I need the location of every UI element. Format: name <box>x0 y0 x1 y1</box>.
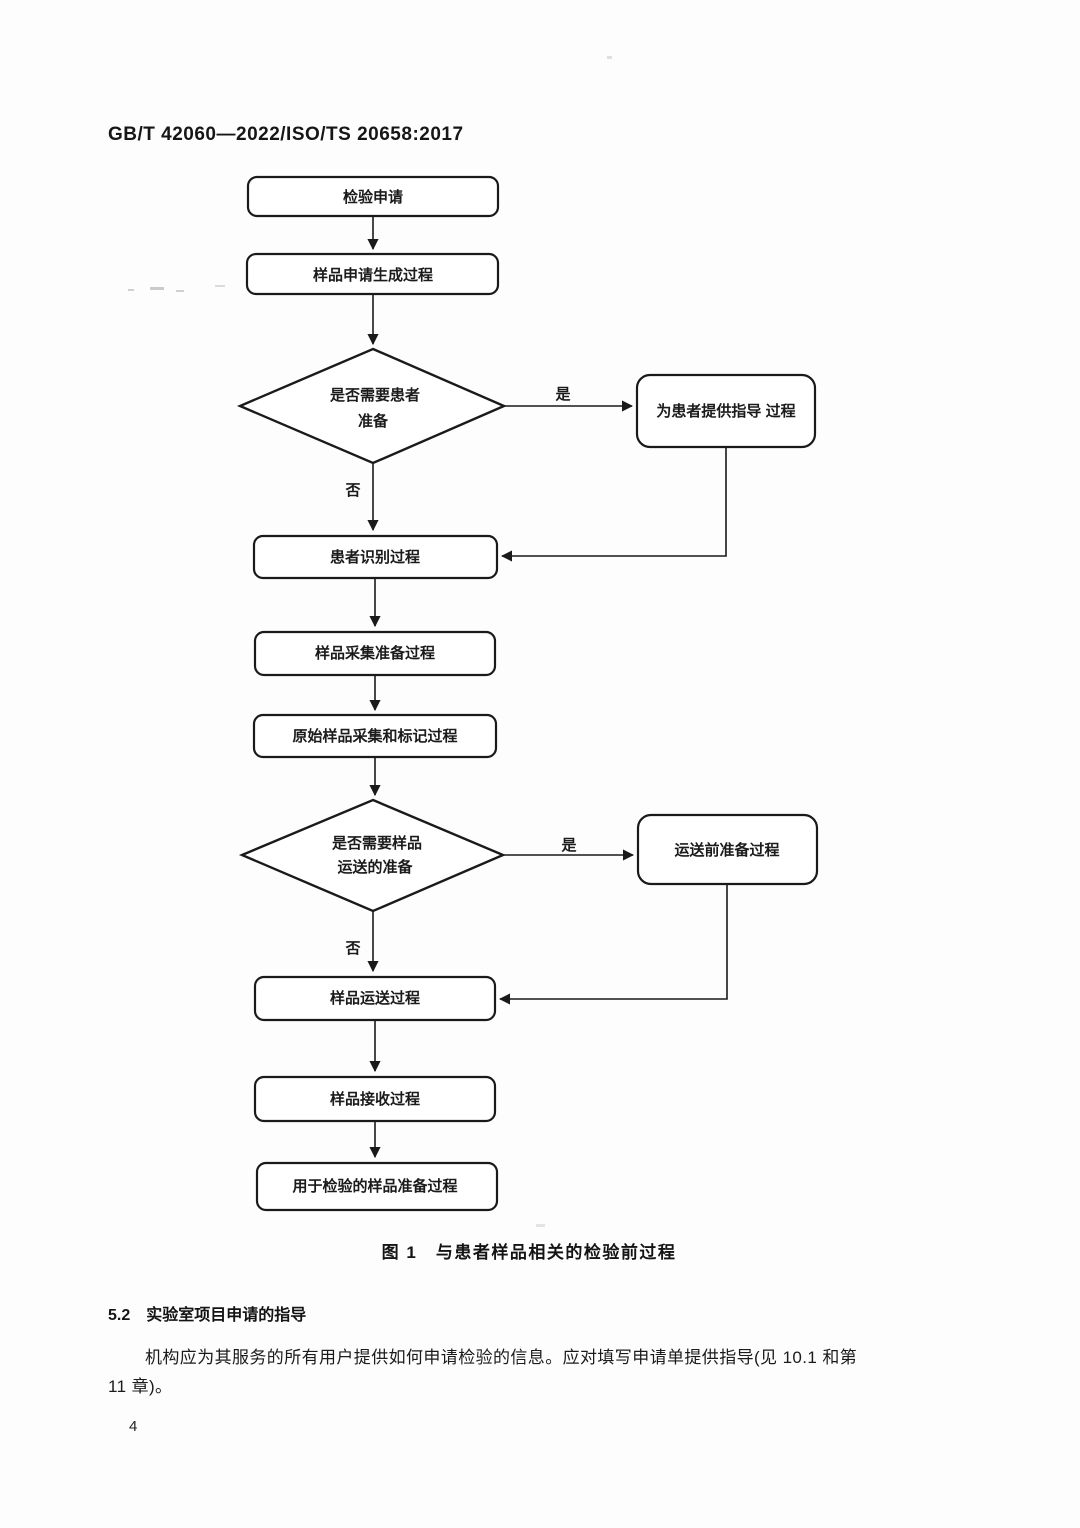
scan-noise <box>607 56 612 59</box>
node-sample-reception <box>253 1075 497 1123</box>
scan-noise <box>536 1224 545 1227</box>
node-sample-preparation-for-exam-label: 用于检验的样品准备过程 <box>292 1177 457 1195</box>
node-patient-instruction-label: 为患者提供指导 过程 <box>656 402 795 420</box>
decision1-yes-label: 是 <box>554 386 571 403</box>
decision2-no-label: 否 <box>344 940 360 957</box>
node-collection-preparation-label: 样品采集准备过程 <box>315 644 435 662</box>
node-primary-sample-collection-label: 原始样品采集和标记过程 <box>292 727 457 745</box>
node-sample-request-generation <box>245 252 500 296</box>
edge-pretransport-to-transport <box>498 884 728 1005</box>
node-exam-request-label: 检验申请 <box>343 188 403 206</box>
node-sample-transport <box>253 975 497 1022</box>
node-pre-transport-preparation-label: 运送前准备过程 <box>674 841 779 859</box>
node-primary-sample-collection <box>252 713 498 759</box>
decision-patient-preparation <box>236 347 508 465</box>
node-exam-request <box>246 175 500 218</box>
node-patient-identification <box>252 534 499 580</box>
edge-instruct-to-identify <box>500 447 727 562</box>
paragraph-line-2: 11 章)。 <box>108 1377 173 1396</box>
decision1-no-label: 否 <box>344 482 360 499</box>
page-number: 4 <box>129 1418 138 1435</box>
section-number: 5.2 <box>108 1307 131 1324</box>
node-collection-preparation <box>253 630 497 677</box>
decision2-yes-label: 是 <box>560 837 577 854</box>
node-sample-preparation-for-exam <box>255 1161 499 1212</box>
section-title: 实验室项目申请的指导 <box>146 1307 307 1324</box>
decision-patient-preparation-line1: 是否需要患者 <box>329 386 420 404</box>
node-patient-identification-label: 患者识别过程 <box>330 548 420 566</box>
scan-noise <box>150 287 164 290</box>
node-pre-transport-preparation <box>636 813 819 886</box>
decision-transport-preparation <box>238 798 507 913</box>
standard-number-header: GB/T 42060—2022/ISO/TS 20658:2017 <box>108 124 464 145</box>
decision-transport-preparation-line1: 是否需要样品 <box>331 834 422 852</box>
figure-caption: 图 1 与患者样品相关的检验前过程 <box>381 1243 677 1262</box>
node-sample-request-generation-label: 样品申请生成过程 <box>313 266 433 284</box>
node-sample-reception-label: 样品接收过程 <box>330 1090 420 1108</box>
section-heading: 5.2 实验室项目申请的指导 <box>108 1301 306 1325</box>
scan-noise <box>128 289 134 291</box>
node-sample-transport-label: 样品运送过程 <box>330 989 420 1007</box>
scan-noise <box>176 290 184 292</box>
decision-patient-preparation-line2: 准备 <box>358 412 389 430</box>
scan-noise <box>215 285 225 287</box>
decision-transport-preparation-line2: 运送的准备 <box>337 858 413 876</box>
paragraph-line-1: 机构应为其服务的所有用户提供如何申请检验的信息。应对填写申请单提供指导(见 10… <box>145 1348 858 1367</box>
node-patient-instruction <box>635 373 817 449</box>
